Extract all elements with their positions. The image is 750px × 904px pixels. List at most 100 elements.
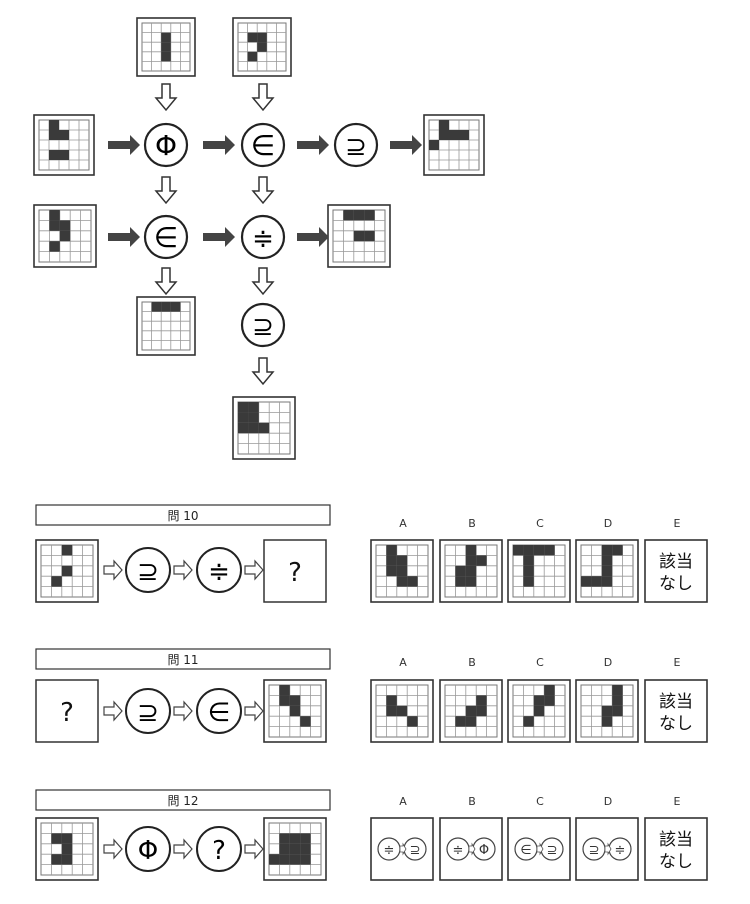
svg-text:Φ: Φ	[155, 129, 177, 162]
filled-cell	[407, 576, 418, 587]
none-text-line2: なし	[659, 852, 693, 872]
choice-op-1: ⊇	[589, 843, 600, 858]
filled-cell	[300, 833, 311, 844]
filled-cell	[300, 854, 311, 865]
filled-cell	[523, 555, 534, 566]
q10-choice-a	[370, 539, 434, 603]
none-text-line1: 該当	[659, 692, 693, 712]
filled-cell	[612, 545, 623, 556]
filled-cell	[289, 705, 301, 717]
filled-cell	[465, 716, 477, 727]
question-10-title: 問 10	[167, 509, 198, 523]
filled-cell	[612, 685, 623, 696]
filled-cell	[61, 833, 73, 844]
choice-letter-b: B	[468, 517, 476, 530]
op-supe-low: ⊇	[240, 302, 286, 348]
filled-cell	[591, 576, 602, 587]
svg-text:∈: ∈	[251, 129, 275, 162]
choice-op-1: ∈	[520, 843, 531, 858]
q12-arrows	[103, 838, 264, 860]
svg-text:⊇: ⊇	[252, 312, 274, 342]
q10-result-box: ?	[263, 539, 327, 603]
filled-cell	[61, 843, 73, 855]
filled-cell	[396, 565, 408, 577]
filled-cell	[533, 705, 545, 717]
filled-cell	[51, 833, 62, 844]
grid-output-bottom	[232, 396, 296, 460]
flow-diagram: Φ ∈ ⊇ ∈ ≑ ⊇	[33, 17, 485, 881]
filled-cell	[61, 565, 73, 577]
choice-letter-b: B	[468, 656, 476, 669]
svg-text:Φ: Φ	[138, 836, 158, 866]
choice-op-2: Φ	[479, 843, 489, 858]
filled-cell	[612, 705, 623, 717]
question-10: 問 10 ⊇ ≑ ?	[35, 504, 331, 603]
q11-in-op: ∈	[196, 688, 242, 734]
filled-cell	[386, 565, 397, 577]
svg-text:?: ?	[212, 836, 226, 866]
question-12: 問 12 Φ ?	[35, 789, 331, 872]
filled-cell	[465, 576, 477, 587]
filled-cell	[465, 565, 477, 577]
none-text-line1: 該当	[659, 830, 693, 850]
filled-cell	[386, 695, 397, 706]
svg-text:?: ?	[288, 558, 302, 588]
q12-unknown-op: ?	[196, 826, 242, 872]
choice-letter-d: D	[604, 795, 612, 808]
filled-cell	[523, 545, 534, 556]
op-supe-top: ⊇	[333, 122, 379, 168]
grid-input-top-left	[136, 17, 196, 77]
choice-op-2: ⊇	[547, 843, 558, 858]
q12-choice-a[interactable]: ≑⊇	[370, 817, 434, 881]
filled-cell	[513, 545, 524, 556]
choice-op-1: ≑	[384, 843, 395, 858]
filled-cell	[59, 230, 71, 242]
op-phi-top: Φ	[143, 122, 189, 168]
filled-cell	[353, 230, 365, 242]
choice-op-2: ⊇	[410, 843, 421, 858]
choice-letter-a: A	[399, 517, 407, 530]
filled-cell	[364, 230, 375, 242]
q10-choice-d	[575, 539, 639, 603]
filled-cell	[279, 833, 290, 844]
filled-cell	[533, 545, 545, 556]
filled-cell	[386, 705, 397, 717]
filled-cell	[353, 210, 365, 221]
choice-letter-d: D	[604, 656, 612, 669]
filled-cell	[396, 555, 408, 566]
filled-cell	[51, 854, 62, 865]
q11-choice-a	[370, 679, 434, 743]
filled-cell	[49, 130, 59, 140]
filled-cell	[161, 302, 171, 312]
q11-choice-d	[575, 679, 639, 743]
filled-cell	[279, 685, 290, 696]
question-12-title-bar	[35, 789, 331, 811]
none-text-line2: なし	[659, 574, 693, 594]
filled-cell	[248, 412, 259, 423]
filled-cell	[459, 130, 469, 140]
choice-letter-a: A	[399, 656, 407, 669]
filled-cell	[248, 422, 259, 434]
filled-cell	[269, 854, 280, 865]
choice-letter-e: E	[674, 656, 681, 669]
q12-choice-c[interactable]: ∈⊇	[507, 817, 571, 881]
filled-cell	[544, 545, 555, 556]
filled-cell	[238, 422, 249, 434]
svg-text:≑: ≑	[252, 224, 274, 254]
filled-cell	[476, 695, 487, 706]
filled-cell	[247, 51, 258, 62]
choice-letter-c: C	[536, 656, 544, 669]
hollow-arrows	[154, 83, 275, 386]
q10-supe-op: ⊇	[125, 547, 171, 593]
q12-choice-b[interactable]: ≑Φ	[439, 817, 503, 881]
filled-cell	[289, 833, 301, 844]
filled-cell	[581, 576, 592, 587]
choice-op-1: ≑	[453, 843, 464, 858]
q12-choice-d[interactable]: ⊇≑	[575, 817, 639, 881]
question-10-title-bar	[35, 504, 331, 526]
grid-output-right-mid	[327, 204, 391, 268]
